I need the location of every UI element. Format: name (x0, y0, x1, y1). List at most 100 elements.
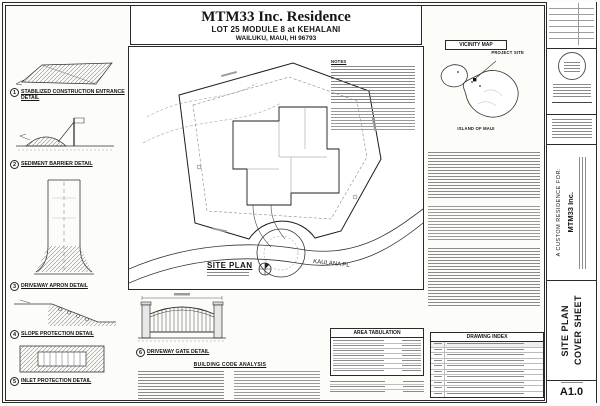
detail-callout-2: 2 SEDIMENT BARRIER DETAIL (10, 160, 126, 169)
area-row (333, 344, 421, 349)
area-row (333, 359, 421, 364)
area-tabulation-heading: AREA TABULATION (330, 328, 424, 338)
revision-row (549, 39, 594, 45)
index-row (431, 364, 543, 370)
stamp-text-lines (552, 84, 591, 98)
building-code-analysis-block: BUILDING CODE ANALYSIS (138, 362, 322, 401)
sheet-title-line2: COVER SHEET (573, 295, 583, 366)
sheet-title-section: SITE PLAN COVER SHEET (547, 280, 596, 380)
revision-row (549, 15, 594, 21)
notes-text-lines (428, 248, 540, 306)
site-plan-drawing: KAULANA PL (129, 62, 423, 284)
index-header-row (431, 342, 543, 348)
area-tabulation-table: AREA TABULATION (330, 328, 424, 395)
plan-notes-text-lines (331, 108, 415, 130)
project-location: WAILUKU, MAUI, HI 96793 (235, 35, 317, 42)
area-total-row (330, 380, 424, 385)
maui-island-map (440, 60, 519, 118)
project-site-callout: PROJECT SITE (491, 50, 524, 55)
scale-note-lines (207, 272, 249, 276)
area-total-row (330, 390, 424, 395)
inlet-protection-detail-drawing (19, 345, 105, 373)
detail-label-text: SLOPE PROTECTION DETAIL (21, 331, 94, 337)
site-plan-title-group: SITE PLAN (207, 261, 272, 276)
detail-number-bubble: 5 (10, 377, 19, 386)
island-of-maui-label: ISLAND OF MAUI (457, 126, 495, 131)
notes-text-lines (428, 206, 540, 242)
slope-protection-detail-drawing (14, 299, 116, 326)
architect-stamp-section (547, 48, 596, 114)
notes-text-lines (428, 152, 540, 200)
drawing-index-table: DRAWING INDEX (430, 332, 544, 398)
detail-label-text: DRIVEWAY GATE DETAIL (147, 349, 210, 355)
index-row (431, 347, 543, 353)
revision-row (549, 33, 594, 39)
sediment-barrier-detail-drawing (16, 117, 114, 151)
detail-callout-1: 1 STABILIZED CONSTRUCTION ENTRANCE DETAI… (10, 88, 126, 101)
detail-number-bubble: 3 (10, 282, 19, 291)
sheet-number-section: A1.0 (547, 380, 596, 402)
area-row (333, 364, 421, 369)
street-name-label: KAULANA PL (313, 259, 351, 269)
detail-number-bubble: 1 (10, 88, 19, 97)
area-row (333, 349, 421, 354)
vicinity-map-title: VICINITY MAP (445, 40, 507, 50)
drawing-index-heading: DRAWING INDEX (430, 332, 544, 342)
site-plan-title: SITE PLAN (207, 261, 253, 270)
index-row (431, 353, 543, 359)
area-row (333, 369, 421, 374)
detail-number-bubble: 6 (136, 348, 145, 357)
sheet-title-line1: SITE PLAN (560, 304, 570, 357)
construction-entrance-detail-drawing (15, 62, 113, 86)
index-row (431, 391, 543, 397)
detail-number-bubble: 2 (10, 160, 19, 169)
firm-info-section (547, 114, 596, 144)
code-analysis-text-lines (234, 371, 320, 401)
area-row (333, 354, 421, 359)
driveway-apron-detail-drawing (34, 179, 94, 275)
project-title: MTM33 Inc. Residence (201, 9, 351, 25)
sheet-number: A1.0 (559, 386, 584, 398)
site-plan-panel: KAULANA PL NOTES SITE PLAN (128, 46, 424, 290)
residence-for-label: A CUSTOM RESIDENCE FOR: (555, 168, 562, 257)
index-row (431, 380, 543, 386)
detail-label-text: SEDIMENT BARRIER DETAIL (21, 161, 93, 167)
index-row (431, 386, 543, 392)
plan-notes-block: NOTES (331, 59, 417, 130)
client-section: A CUSTOM RESIDENCE FOR: MTM33 Inc. (547, 144, 596, 280)
signature-line (551, 102, 592, 103)
client-address-lines (578, 156, 588, 269)
project-title-block: MTM33 Inc. Residence LOT 25 MODULE 8 at … (130, 5, 422, 45)
detail-callout-4: 4 SLOPE PROTECTION DETAIL (10, 330, 126, 339)
area-total-row (330, 385, 424, 390)
revision-row (549, 3, 594, 9)
plan-notes-heading: NOTES (331, 59, 347, 64)
plan-notes-text-lines (331, 66, 415, 104)
revision-table (547, 2, 596, 48)
detail-callout-5: 5 INLET PROTECTION DETAIL (10, 377, 126, 386)
north-arrow-icon (258, 262, 272, 275)
revision-row (549, 27, 594, 33)
project-lot-line: LOT 25 MODULE 8 at KEHALANI (211, 25, 341, 34)
general-notes-column (428, 152, 542, 306)
revision-row (549, 21, 594, 27)
firm-info-text-lines (551, 119, 592, 139)
detail-callout-6: 6 DRIVEWAY GATE DETAIL (136, 348, 246, 357)
building-code-heading: BUILDING CODE ANALYSIS (193, 362, 267, 368)
area-row (333, 339, 421, 344)
revision-row (549, 9, 594, 15)
index-row (431, 369, 543, 375)
stamp-seal-icon (557, 52, 586, 80)
driveway-gate-detail-drawing (138, 293, 226, 342)
client-name: MTM33 Inc. (565, 192, 575, 233)
code-analysis-text-lines (138, 371, 224, 401)
vicinity-map-panel: VICINITY MAP PROJECT SITE ISLAND OF MAUI (428, 40, 524, 146)
index-row (431, 375, 543, 381)
index-row (431, 358, 543, 364)
detail-callout-3: 3 DRIVEWAY APRON DETAIL (10, 282, 126, 291)
detail-label-text: INLET PROTECTION DETAIL (21, 378, 92, 384)
sheet-number-caption-lines (560, 382, 583, 385)
outer-border (2, 2, 597, 403)
detail-label-text: DRIVEWAY APRON DETAIL (21, 283, 88, 289)
